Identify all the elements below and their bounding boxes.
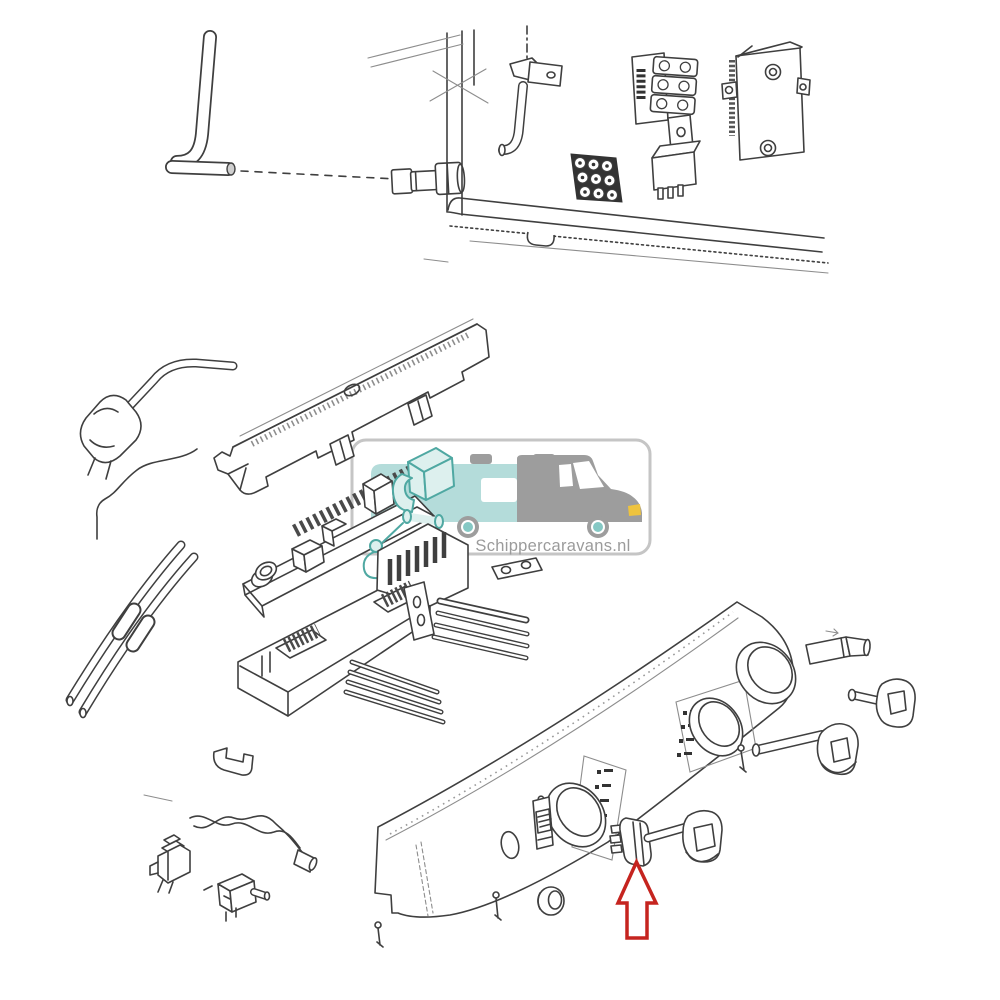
lamp-holder-part — [609, 817, 652, 867]
front-wheel — [587, 516, 609, 538]
gas-pipe-elbow — [165, 30, 236, 176]
base-middle-connector — [373, 580, 435, 641]
clip-bracket — [212, 747, 254, 776]
up-arrow-icon — [615, 857, 659, 940]
knob-shaft-upper-right — [847, 678, 916, 728]
knob-opening-middle — [688, 697, 744, 757]
switch-box — [721, 41, 811, 161]
cables-section — [65, 358, 238, 719]
base-left-connector — [261, 623, 327, 677]
rear-wheel — [457, 516, 479, 538]
motorhome-icon — [371, 454, 642, 538]
knob-shaft-lower-right — [751, 722, 859, 776]
slide-switch — [532, 796, 554, 850]
watermark-text: Schippercaravans.nl — [475, 537, 630, 555]
micro-switch-large — [203, 873, 271, 922]
connector-pins-upper — [431, 597, 530, 661]
union-fitting — [390, 161, 466, 196]
headlight — [628, 504, 641, 516]
terminal-block — [570, 153, 623, 203]
oval-hole — [500, 830, 520, 860]
igniter-highlighted — [362, 447, 455, 580]
twisted-wire-pair — [143, 794, 318, 873]
knob-opening-right — [735, 641, 797, 705]
mains-plug — [79, 358, 238, 480]
housing-cover — [213, 318, 490, 495]
leader-dashes — [240, 170, 397, 180]
mounting-screws — [374, 744, 747, 948]
relay-on-board — [362, 473, 395, 515]
spare-parts — [143, 794, 318, 922]
circuit-board — [242, 447, 455, 618]
housing-base — [212, 523, 469, 776]
control-panel-section — [374, 601, 916, 948]
twin-gas-tubes — [65, 540, 199, 719]
pipe-bracket — [498, 25, 563, 157]
connector-pins-lower — [343, 659, 446, 725]
knob-opening-left — [545, 782, 607, 848]
control-unit-exploded — [212, 318, 543, 776]
micro-switch-small — [149, 834, 191, 894]
mounting-plate — [491, 557, 543, 580]
grommet-bushing — [537, 886, 565, 916]
pointer-arrow — [615, 857, 659, 940]
wiring-section — [165, 25, 829, 274]
fuse-cylinder — [805, 628, 871, 665]
drain-tab — [526, 231, 555, 247]
sensor-wire — [95, 448, 198, 540]
panel-fascia — [374, 601, 795, 918]
terminal-pcb-and-relay — [631, 52, 701, 200]
cooling-frame — [367, 29, 829, 274]
knob-shaft-left — [643, 809, 723, 863]
